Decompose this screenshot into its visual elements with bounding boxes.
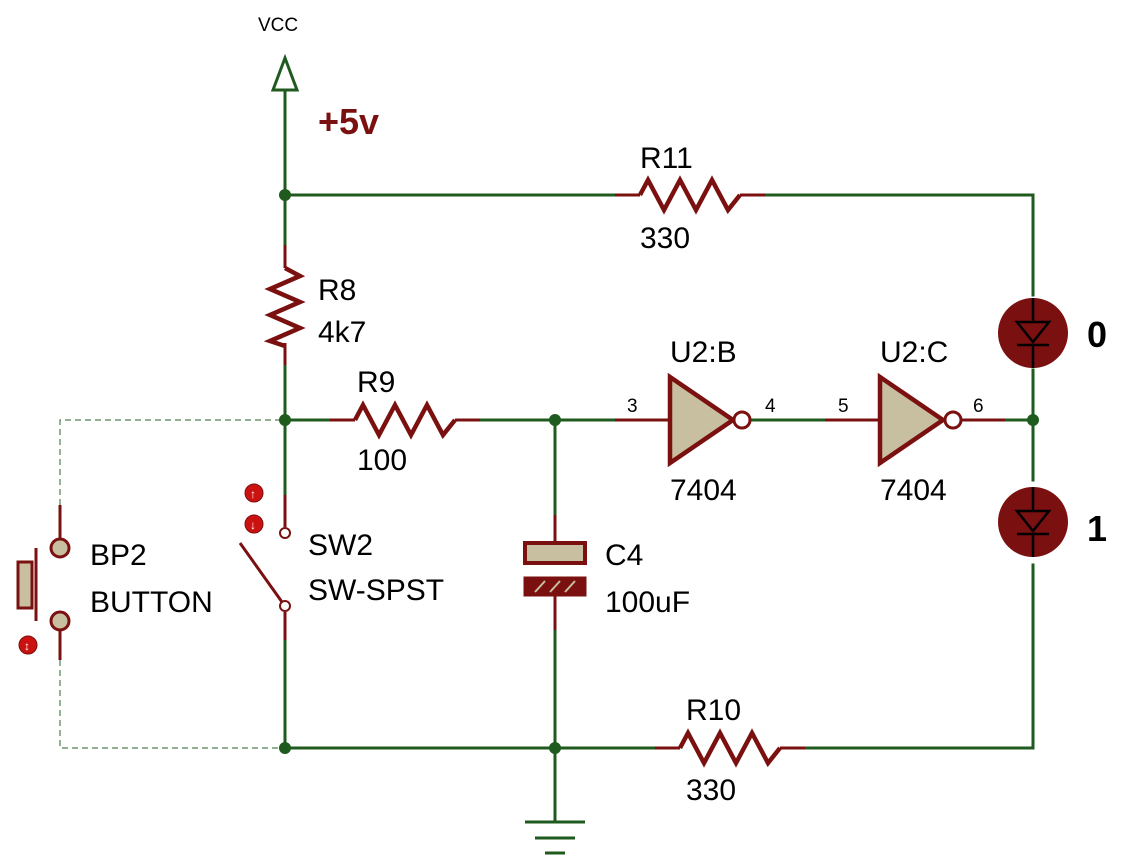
button-plunger-icon <box>16 560 34 610</box>
r9-value: 100 <box>357 444 407 477</box>
switch-sw2: ↑ ↓ SW2 SW-SPST <box>238 483 444 640</box>
junction-dot <box>279 742 291 754</box>
svg-text:↕: ↕ <box>24 639 30 653</box>
led-bottom-label: 1 <box>1087 508 1107 549</box>
r8-value: 4k7 <box>318 316 366 349</box>
junctions <box>279 189 1039 754</box>
resistor-r11: R11 330 <box>615 142 765 255</box>
u2b-value: 7404 <box>670 474 737 507</box>
c4-ref: C4 <box>605 539 643 572</box>
inverter-u2b: U2:B 7404 3 4 <box>615 336 776 507</box>
ground-symbol <box>525 820 585 855</box>
interactive-badge-icon <box>18 635 38 655</box>
sw2-ref: SW2 <box>308 529 373 562</box>
led-top: 0 <box>998 298 1107 368</box>
button-link-top <box>59 419 285 505</box>
interactive-badge-icon <box>244 514 264 534</box>
button-contact-icon <box>49 610 71 632</box>
r10-ref: R10 <box>686 694 741 727</box>
bp2-ref: BP2 <box>90 539 147 572</box>
button-bp2: ↕ BP2 BUTTON <box>16 505 213 660</box>
c4-value: 100uF <box>605 586 690 619</box>
junction-dot <box>279 414 291 426</box>
bp2-value: BUTTON <box>90 586 213 619</box>
capacitor-c4: C4 100uF <box>523 515 690 630</box>
wire-r9-to-cap <box>478 418 557 517</box>
ground-icon <box>525 820 585 855</box>
led-icon <box>998 298 1068 368</box>
button-contact-icon <box>49 537 71 559</box>
svg-text:↑: ↑ <box>250 487 256 501</box>
junction-dot <box>549 742 561 754</box>
u2b-pin-in: 3 <box>627 396 638 417</box>
r10-value: 330 <box>686 774 736 807</box>
junction-dot <box>1027 414 1039 426</box>
supply-voltage-label: +5v <box>318 101 379 142</box>
resistor-r9: R9 100 <box>330 366 480 477</box>
sw2-value: SW-SPST <box>308 574 444 607</box>
led-icon <box>998 487 1068 557</box>
resistor-icon <box>638 175 742 215</box>
switch-lever-icon <box>238 542 284 603</box>
wire-bottom-left <box>283 638 657 750</box>
inverter-u2c: U2:C 7404 5 6 <box>825 336 1005 507</box>
r8-ref: R8 <box>318 274 356 307</box>
wire-bottom-right <box>803 563 1035 750</box>
capacitor-plate-icon <box>523 541 587 565</box>
u2b-ref: U2:B <box>670 336 737 369</box>
resistor-r10: R10 330 <box>655 694 805 807</box>
inverter-icon <box>877 372 947 468</box>
u2b-pin-out: 4 <box>765 396 776 417</box>
r11-value: 330 <box>640 222 690 255</box>
u2c-pin-out: 6 <box>973 396 984 417</box>
inverter-icon <box>667 372 737 468</box>
r11-ref: R11 <box>640 142 693 175</box>
r9-ref: R9 <box>357 366 395 399</box>
resistor-icon <box>263 266 306 349</box>
u2c-pin-in: 5 <box>838 396 849 417</box>
junction-dot <box>279 189 291 201</box>
wire-top-right <box>763 193 1035 297</box>
led-top-label: 0 <box>1087 314 1107 355</box>
resistor-r8: R8 4k7 <box>263 245 366 365</box>
u2c-value: 7404 <box>880 474 947 507</box>
led-bottom: 1 <box>998 487 1107 557</box>
resistor-icon <box>678 728 782 768</box>
u2c-ref: U2:C <box>880 336 948 369</box>
svg-text:↓: ↓ <box>250 518 256 532</box>
junction-dot <box>549 414 561 426</box>
resistor-icon <box>353 400 457 440</box>
vcc-terminal: VCC +5v <box>258 15 379 142</box>
interactive-badge-icon <box>244 483 264 503</box>
vcc-arrow-icon <box>270 53 300 92</box>
vcc-label: VCC <box>258 15 298 36</box>
button-link-bottom <box>59 660 285 749</box>
